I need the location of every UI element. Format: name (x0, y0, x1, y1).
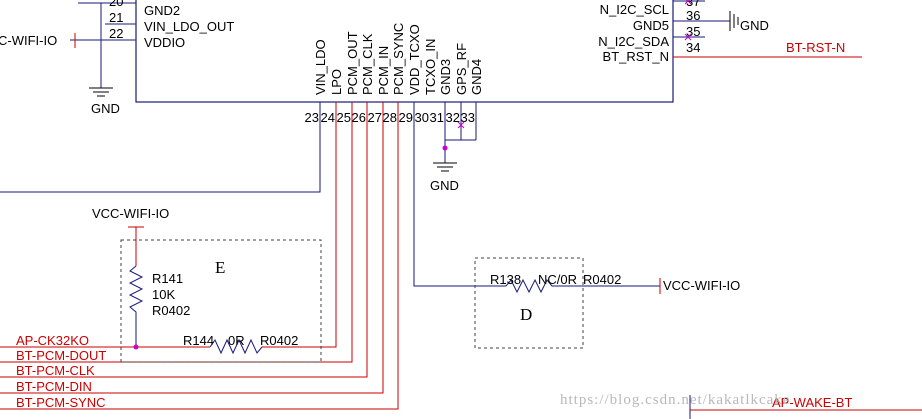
box-e (120, 239, 322, 363)
pin-33-number: 33 (461, 110, 475, 125)
vcc-left-net: C-WIFI-IO (0, 33, 76, 48)
right-gnd-symbol: GND (729, 11, 769, 33)
r138-ref: R138 (490, 272, 521, 287)
pin-32-number: 32 (446, 110, 460, 125)
vcc-left-top-label: C-WIFI-IO (0, 33, 57, 48)
pin-26-number: 26 (352, 110, 366, 125)
left-gnd-symbol: GND (89, 3, 120, 116)
ic-right-pins: 37 36 35 34 N_I2C_SCL GND5 N_I2C_SDA BT_… (598, 0, 862, 64)
pin-36-name: GND5 (633, 18, 669, 33)
pin-20-number: 20 (109, 0, 123, 9)
bt-pcm-clk-label: BT-PCM-CLK (16, 363, 95, 378)
pin-26-name: PCM_CLK (360, 33, 375, 95)
ap-ck32ko-junction-dot (133, 344, 139, 350)
pin-27-number: 27 (368, 110, 382, 125)
pin-31-number: 31 (430, 110, 444, 125)
pin-24-number: 24 (321, 110, 335, 125)
ic-body (135, 0, 674, 103)
r138-value: NC/0R (538, 272, 577, 287)
pin-25-name: PCM_OUT (345, 31, 360, 95)
r138-resistor: R138 NC/0R R0402 (490, 272, 660, 294)
gnd-junction-dot (442, 145, 448, 151)
ap-wake-bt-label: AP-WAKE-BT (772, 395, 852, 410)
bottom-gnd-tie: GND (430, 102, 477, 193)
r141-resistor: R141 10K R0402 (128, 265, 190, 347)
pin-29-wire (413, 102, 506, 287)
ic-bottom-pins: VIN_LDO 23 LPO 24 PCM_OUT 25 PCM_CLK 26 PCM_IN 27… (305, 23, 484, 125)
r144-package: R0402 (260, 333, 298, 348)
ap-wake-bt-net: AP-WAKE-BT (689, 395, 922, 419)
ic-left-pins: 20 21 22 GND2 VIN_LDO_OUT VDDIO (70, 0, 234, 50)
pin-29-number: 29 (399, 110, 413, 125)
bt-pcm-din-label: BT-PCM-DIN (16, 379, 92, 394)
r141-ref: R141 (152, 271, 183, 286)
r141-package: R0402 (152, 303, 190, 318)
pin-28-wire (0, 102, 399, 410)
pin-22-number: 22 (109, 26, 123, 41)
pin-35-name: N_I2C_SDA (598, 34, 669, 49)
pin-24-name: LPO (329, 69, 344, 95)
r144-resistor: R144 0R R0402 (183, 333, 298, 357)
pin-33-name: GND4 (469, 59, 484, 95)
watermark: https://blog.csdn.net/kakatlkcake (560, 392, 790, 408)
pin-24-wire (0, 102, 337, 348)
pin-20-name: GND2 (144, 3, 180, 18)
pin-28-number: 28 (383, 110, 397, 125)
pin-27-name: PCM_IN (376, 46, 391, 95)
left-gnd-label: GND (91, 101, 120, 116)
pin-25-wire (0, 102, 353, 363)
pin-23-wire (0, 102, 321, 193)
pin-22-name: VDDIO (144, 35, 185, 50)
pin-23-name: VIN_LDO (313, 39, 328, 95)
vcc-e-net: VCC-WIFI-IO (92, 206, 169, 266)
pin-34-name: BT_RST_N (603, 49, 669, 64)
no-connect-marks (684, 0, 692, 41)
box-d (474, 257, 584, 349)
r141-value: 10K (152, 287, 175, 302)
pin-31-name: GND3 (438, 59, 453, 95)
bt-pcm-sync-label: BT-PCM-SYNC (16, 395, 106, 410)
pin-25-number: 25 (337, 110, 351, 125)
r144-ref: R144 (183, 333, 214, 348)
pin-30-name: TCXO_IN (423, 39, 438, 95)
pin-37-name: N_I2C_SCL (600, 2, 669, 17)
pin-32-name: GPS_RF (454, 43, 469, 95)
pin-37-number: 37 (686, 0, 700, 9)
box-e-label: E (215, 258, 225, 277)
pin-26-wire (0, 102, 368, 378)
pin-34-number: 34 (686, 40, 700, 55)
pin-21-number: 21 (109, 10, 123, 25)
pin-27-wire (0, 102, 384, 394)
vcc-e-label: VCC-WIFI-IO (92, 206, 169, 221)
left-net-labels: AP-CK32KO BT-PCM-DOUT BT-PCM-CLK BT-PCM-… (16, 333, 106, 410)
pin-21-name: VIN_LDO_OUT (144, 19, 234, 34)
pin-29-name: VDD_TCXO (407, 24, 422, 95)
r144-value: 0R (228, 333, 245, 348)
bottom-gnd-label: GND (430, 178, 459, 193)
ap-ck32ko-label: AP-CK32KO (16, 333, 89, 348)
pin-23-number: 23 (305, 110, 319, 125)
pin-30-number: 30 (415, 110, 429, 125)
vcc-d-label: VCC-WIFI-IO (663, 278, 740, 293)
r138-package: R0402 (583, 272, 621, 287)
bt-rst-net-label: BT-RST-N (786, 40, 845, 55)
pin-28-name: PCM_SYNC (391, 23, 406, 95)
box-d-label: D (520, 305, 532, 324)
pin-36-number: 36 (686, 8, 700, 23)
right-gnd-label: GND (740, 18, 769, 33)
bt-pcm-dout-label: BT-PCM-DOUT (16, 348, 106, 363)
